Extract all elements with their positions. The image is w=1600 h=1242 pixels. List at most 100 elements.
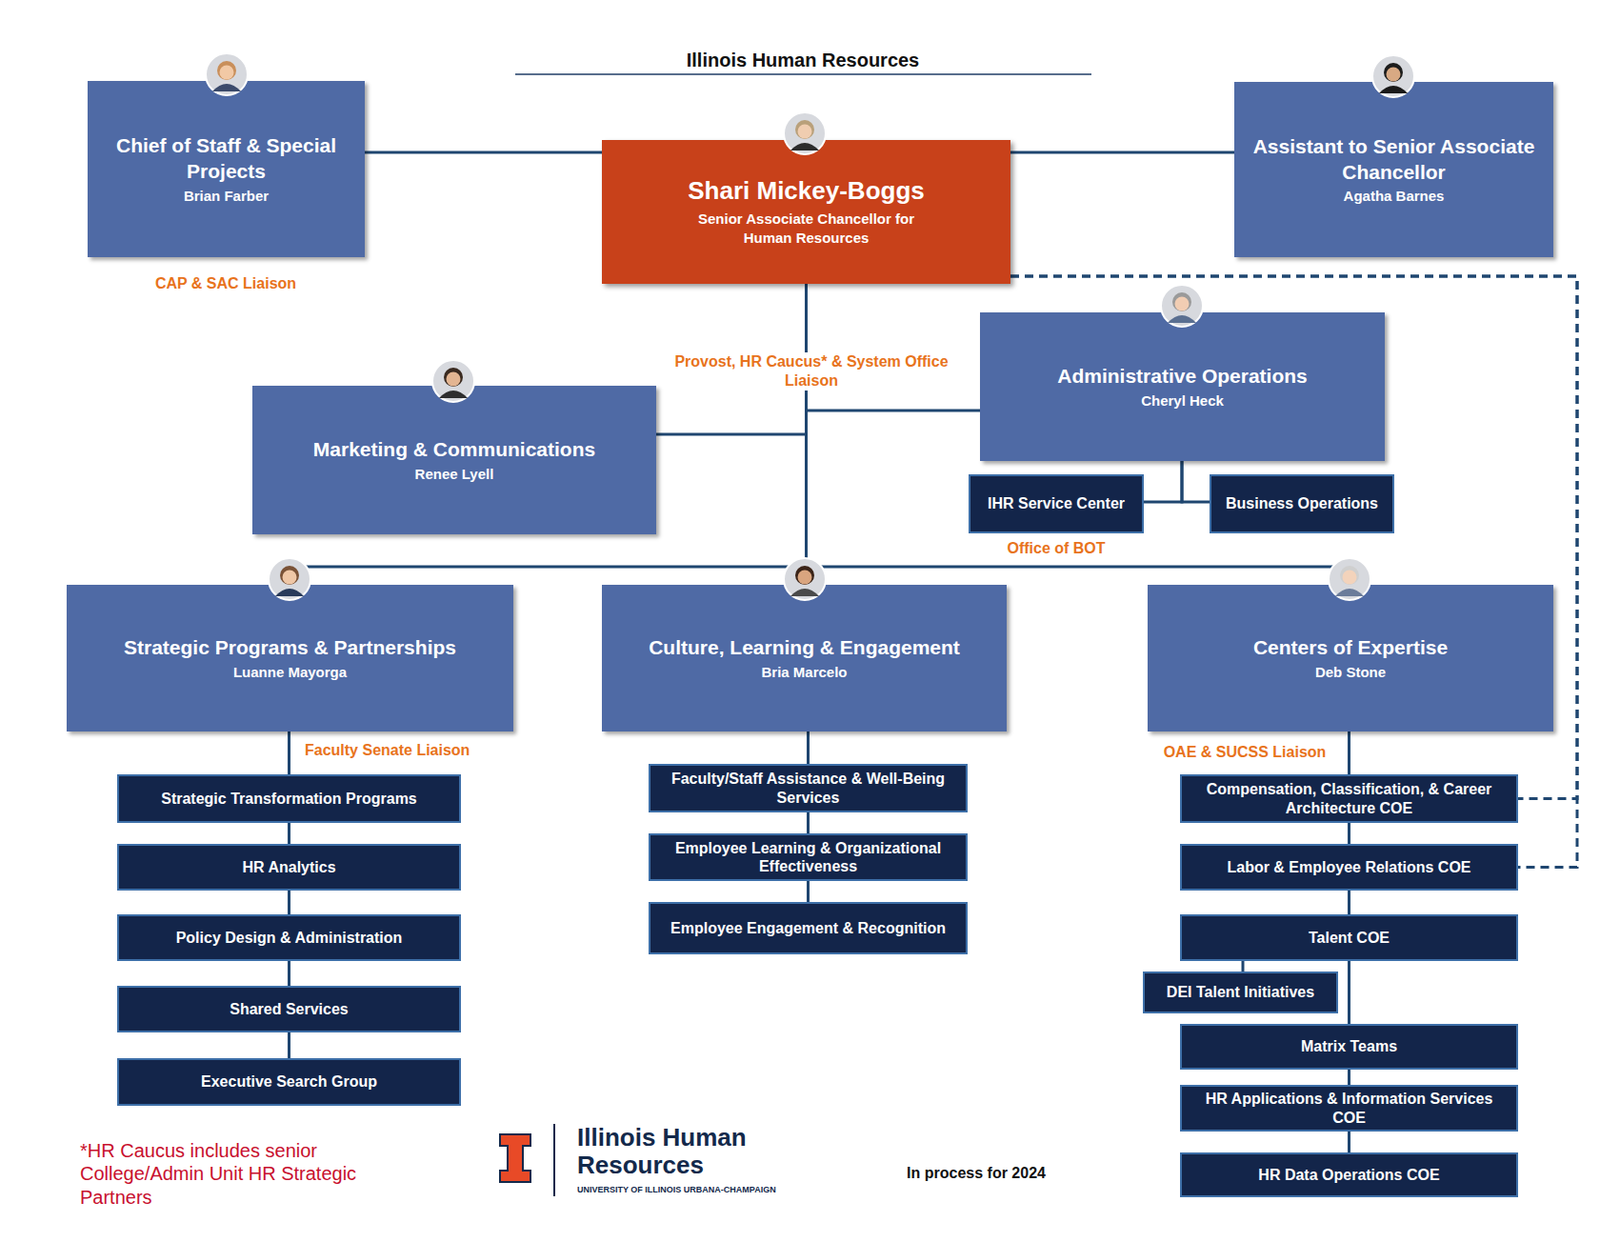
connector-line — [806, 283, 981, 411]
department-box: Chief of Staff & Special ProjectsBrian F… — [87, 80, 365, 258]
portrait-hair — [217, 60, 237, 80]
box-body: Employee Engagement & Recognition — [650, 903, 966, 953]
box-title: IHR Service Center — [987, 494, 1125, 513]
note-label: *HR Caucus includes senior College/Admin… — [80, 1139, 414, 1209]
box-title: Strategic Transformation Programs — [160, 789, 418, 808]
portrait-photo — [1159, 282, 1205, 329]
box-title: Executive Search Group — [200, 1072, 378, 1091]
box-title: Compensation, Classification, & Career A… — [1187, 780, 1511, 817]
portrait-ground — [1160, 284, 1203, 327]
box-body: Centers of ExpertiseDeb Stone — [1147, 584, 1554, 732]
portrait-photo — [203, 51, 250, 98]
portrait-shoulders — [439, 390, 468, 399]
connector-line — [364, 151, 602, 155]
box-title: Business Operations — [1225, 494, 1379, 513]
box-body: Employee Learning & Organizational Effec… — [650, 835, 966, 880]
box-body: Shari Mickey-BoggsSenior Associate Chanc… — [601, 140, 1011, 284]
box-title: Culture, Learning & Engagement — [648, 634, 960, 660]
portrait-shoulders — [1167, 315, 1197, 323]
connector-line — [1347, 731, 1351, 775]
unit-box: HR Analytics — [117, 843, 461, 891]
box-subtitle: Luanne Mayorga — [233, 662, 347, 682]
chart-title: Illinois Human Resources — [517, 49, 1089, 72]
portrait-ground — [783, 558, 826, 600]
connector-line — [287, 890, 291, 915]
box-body: Business Operations — [1211, 476, 1393, 532]
portrait-hair — [1340, 565, 1360, 585]
portrait-face — [1342, 570, 1358, 585]
portrait-hair — [1383, 62, 1403, 82]
connector-line — [806, 880, 810, 902]
box-body: Labor & Employee Relations COE — [1181, 845, 1517, 889]
box-title: Employee Engagement & Recognition — [670, 919, 946, 938]
box-title: HR Applications & Information Services C… — [1187, 1089, 1511, 1126]
portrait-ground — [268, 558, 311, 600]
portrait-ground — [1372, 55, 1415, 98]
unit-box: Executive Search Group — [117, 1058, 461, 1106]
box-body: Executive Search Group — [119, 1060, 460, 1104]
portrait-shoulders — [1335, 588, 1364, 597]
box-subtitle: Agatha Barnes — [1343, 186, 1445, 206]
box-subtitle: Deb Stone — [1315, 662, 1386, 682]
portrait-face — [798, 570, 813, 585]
connector-line — [1347, 1069, 1351, 1085]
portrait-hair — [795, 120, 815, 140]
connector-line — [1347, 890, 1351, 915]
box-body: Strategic Programs & PartnershipsLuanne … — [66, 584, 514, 732]
box-title: Talent COE — [1308, 928, 1390, 947]
box-body: Marketing & CommunicationsRenee Lyell — [252, 385, 657, 535]
portrait-photo — [1326, 556, 1373, 602]
portrait-shoulders — [275, 588, 304, 597]
box-title: Faculty/Staff Assistance & Well-Being Se… — [656, 769, 960, 806]
note-label: Illinois Human Resources — [577, 1123, 782, 1179]
portrait-photo — [266, 556, 313, 602]
portrait-hair — [795, 565, 815, 585]
box-subtitle: Bria Marcelo — [760, 662, 847, 682]
portrait-ground — [1328, 558, 1371, 600]
connector-line — [1347, 960, 1351, 1024]
box-body: Chief of Staff & Special ProjectsBrian F… — [87, 80, 365, 258]
connector-line — [287, 822, 291, 844]
unit-box: HR Applications & Information Services C… — [1180, 1084, 1519, 1132]
box-title: Policy Design & Administration — [176, 928, 403, 947]
portrait-shoulders — [1379, 85, 1408, 94]
unit-box: Matrix Teams — [1180, 1023, 1519, 1070]
unit-box: Compensation, Classification, & Career A… — [1180, 774, 1519, 823]
portrait-face — [282, 570, 298, 585]
portrait-photo — [1370, 53, 1417, 100]
box-title: Matrix Teams — [1300, 1037, 1398, 1056]
connector-line — [806, 812, 810, 834]
portrait-face — [1175, 297, 1190, 312]
connector-line — [806, 731, 810, 764]
note-label: Provost, HR Caucus* & System Office Liai… — [673, 352, 950, 391]
box-body: Talent COE — [1181, 916, 1517, 960]
box-title: Assistant to Senior Associate Chancellor — [1245, 133, 1542, 186]
department-box: Administrative OperationsCheryl Heck — [980, 312, 1385, 461]
box-title: Administrative Operations — [1057, 362, 1308, 389]
unit-box: Talent COE — [1180, 914, 1519, 961]
note-label: Faculty Senate Liaison — [304, 740, 524, 760]
portrait-hair — [280, 565, 300, 585]
box-subtitle: Brian Farber — [183, 186, 269, 206]
box-title: HR Analytics — [241, 858, 336, 877]
box-body: DEI Talent Initiatives — [1144, 973, 1337, 1012]
connector-line — [1143, 460, 1182, 502]
unit-box: HR Data Operations COE — [1180, 1152, 1519, 1198]
unit-box: IHR Service Center — [968, 474, 1144, 534]
box-body: HR Data Operations COE — [1181, 1154, 1517, 1196]
box-subtitle: Senior Associate Chancellor for Human Re… — [678, 209, 936, 249]
box-body: Faculty/Staff Assistance & Well-Being Se… — [650, 765, 966, 811]
box-title: HR Data Operations COE — [1258, 1165, 1440, 1184]
portrait-face — [1386, 67, 1401, 82]
unit-box: DEI Talent Initiatives — [1142, 971, 1339, 1014]
portrait-shoulders — [212, 83, 241, 92]
connector-line — [1181, 460, 1210, 502]
block-i-logo — [500, 1134, 531, 1182]
box-title: Labor & Employee Relations COE — [1226, 858, 1471, 877]
connector-line — [287, 1032, 291, 1059]
department-box: Strategic Programs & PartnershipsLuanne … — [66, 584, 514, 732]
unit-box: Business Operations — [1209, 474, 1395, 534]
box-body: IHR Service Center — [970, 476, 1142, 532]
box-title: Shared Services — [229, 1000, 349, 1019]
box-body: Assistant to Senior Associate Chancellor… — [1234, 81, 1554, 258]
